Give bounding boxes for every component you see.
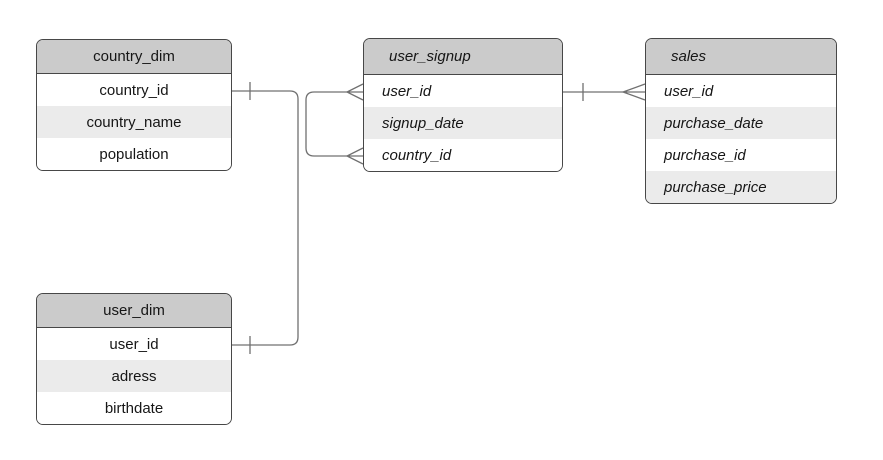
row-user-signup-signup-date[interactable]: signup_date: [364, 107, 562, 139]
connector-bracket-path: [305, 91, 347, 157]
crows-foot-sales-user-id: [621, 83, 646, 101]
connector-user-signup-sales[interactable]: [563, 83, 646, 101]
row-sales-purchase-price[interactable]: purchase_price: [646, 171, 836, 203]
row-country-dim-country-name[interactable]: country_name: [37, 106, 231, 138]
row-country-dim-country-id[interactable]: country_id: [37, 74, 231, 106]
table-user-dim-header[interactable]: user_dim: [37, 294, 231, 328]
row-user-signup-user-id[interactable]: user_id: [364, 75, 562, 107]
table-sales[interactable]: sales user_id purchase_date purchase_id …: [645, 38, 837, 204]
table-sales-header[interactable]: sales: [646, 39, 836, 75]
crows-foot-user-signup-country-id: [345, 147, 364, 165]
row-country-dim-population[interactable]: population: [37, 138, 231, 170]
row-user-dim-user-id[interactable]: user_id: [37, 328, 231, 360]
table-country-dim-header[interactable]: country_dim: [37, 40, 231, 74]
crows-foot-user-signup-user-id: [345, 83, 364, 101]
row-sales-purchase-date[interactable]: purchase_date: [646, 107, 836, 139]
row-user-signup-country-id[interactable]: country_id: [364, 139, 562, 171]
table-user-signup-header[interactable]: user_signup: [364, 39, 562, 75]
table-country-dim[interactable]: country_dim country_id country_name popu…: [36, 39, 232, 171]
row-sales-purchase-id[interactable]: purchase_id: [646, 139, 836, 171]
row-user-dim-adress[interactable]: adress: [37, 360, 231, 392]
row-user-dim-birthdate[interactable]: birthdate: [37, 392, 231, 424]
connector-bus-country-dim-user-dim[interactable]: [232, 82, 299, 354]
table-user-signup[interactable]: user_signup user_id signup_date country_…: [363, 38, 563, 172]
table-user-dim[interactable]: user_dim user_id adress birthdate: [36, 293, 232, 425]
connector-bus-path: [232, 90, 299, 346]
connector-bracket-user-signup[interactable]: [305, 83, 364, 165]
row-sales-user-id[interactable]: user_id: [646, 75, 836, 107]
